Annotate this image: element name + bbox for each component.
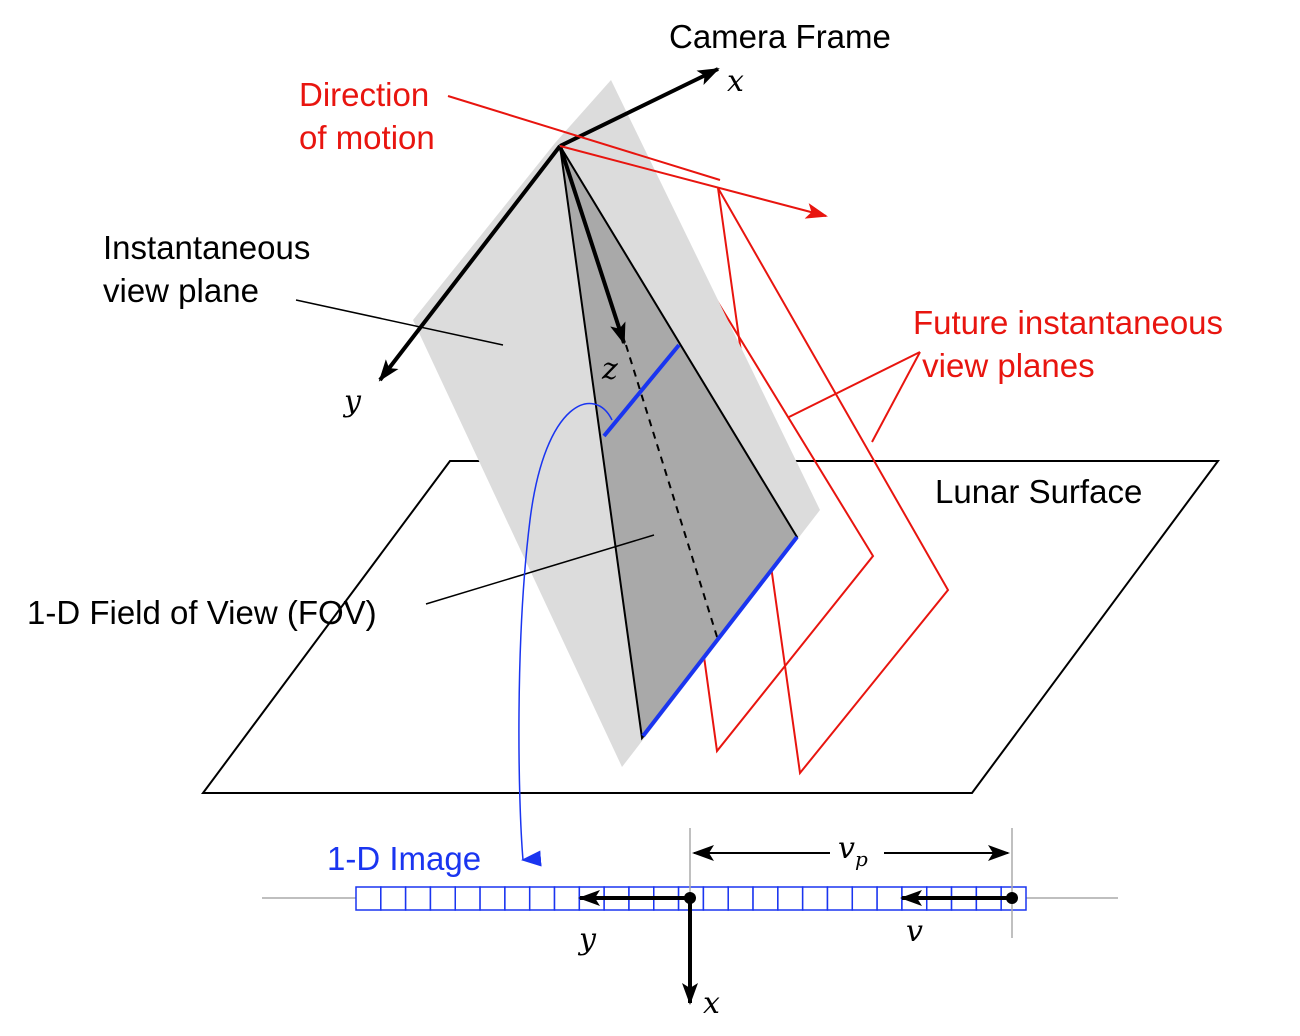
vp-label: vp [838,831,868,871]
image-pixel [727,886,754,911]
image-y-label: y [579,922,596,957]
image-origin-dot [684,892,696,904]
image-pixel [702,886,729,911]
projection-curve-arrow [518,402,613,867]
image-pixel [876,886,903,911]
image-pixel [528,886,556,911]
image-pixel [752,886,779,911]
view-plane-leader [295,299,504,346]
direction-of-motion-arrow [559,145,828,219]
future-planes-leader-1 [788,351,921,418]
lunar-surface-plane [201,460,1220,794]
image-v-label: v [906,914,923,949]
image-label: 1-D Image [327,840,482,877]
image-pixel [826,886,854,911]
direction-of-motion-label: Direction of motion [299,76,435,156]
image-pixel [404,886,432,911]
fov-ground-edge [641,535,799,738]
image-pixel [851,886,878,911]
direction-of-motion-leader [447,95,721,181]
image-pixel [380,886,407,911]
image-pixel [777,886,804,911]
image-pixel [479,886,506,911]
camera-z-axis [558,145,626,345]
image-pixel [504,886,531,911]
image-pixel [355,886,382,911]
future-planes-leader-2 [871,351,921,443]
future-view-planes-label: Future instantaneous view planes [913,304,1224,384]
camera-z-label: z [602,352,618,387]
image-plane-segment [602,343,681,438]
instantaneous-view-plane-label: Instantaneous view plane [103,229,311,309]
lunar-surface-label: Lunar Surface [935,473,1143,510]
fov-leader [425,534,655,605]
image-pixel [801,886,829,911]
image-pixel [553,886,581,911]
image-pixel [429,886,457,911]
image-x-label: x [703,986,720,1021]
camera-frame-label: Camera Frame [669,18,891,55]
image-pixel [454,886,481,911]
camera-x-axis [559,67,720,148]
camera-x-label: x [727,64,744,99]
vp-subscript: p [854,847,868,871]
fov-label: 1-D Field of View (FOV) [27,594,377,631]
image-point-dot [1006,892,1018,904]
camera-y-label: y [344,384,361,419]
vp-base: v [838,831,855,866]
camera-y-axis [378,144,562,382]
